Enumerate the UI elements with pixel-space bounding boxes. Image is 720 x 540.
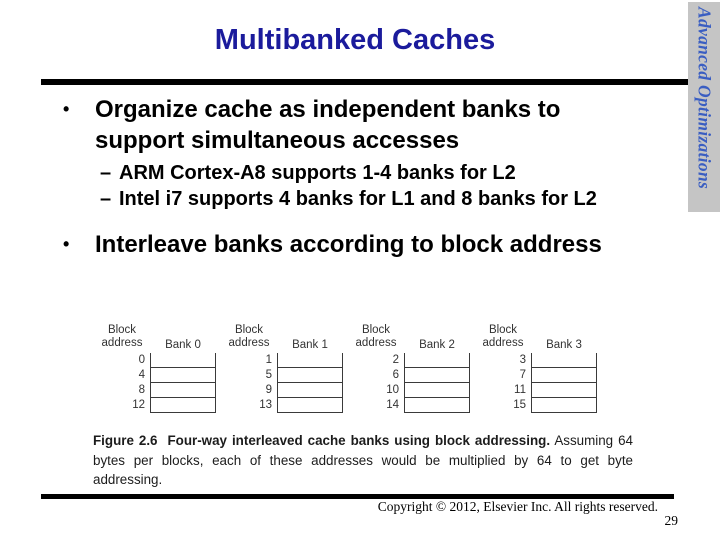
bank-cell	[405, 368, 469, 383]
block-address-header-line2: address	[355, 337, 397, 349]
bank-group-0: Block address Bank 0 0 4 8 12	[94, 324, 216, 413]
block-address-value: 1	[265, 354, 272, 366]
address-column: 0 4 8 12	[94, 353, 150, 413]
bank-name-label: Bank 1	[292, 339, 328, 351]
block-address-header: Block address	[94, 324, 150, 353]
sidebar-banner: Advanced Optimizations	[688, 2, 720, 212]
block-address-value: 5	[265, 369, 272, 381]
block-address-value: 6	[392, 369, 399, 381]
bank-cell	[405, 383, 469, 398]
block-address-value: 7	[519, 369, 526, 381]
block-address-header-line1: Block	[107, 324, 137, 336]
footer: Copyright © 2012, Elsevier Inc. All righ…	[378, 499, 678, 529]
bank-name-label: Bank 3	[546, 339, 582, 351]
block-address-header-line2: address	[482, 337, 524, 349]
bank-cell	[405, 398, 469, 413]
block-address-header-line1: Block	[234, 324, 264, 336]
bullet-list: • Organize cache as independent banks to…	[63, 94, 659, 260]
figure-caption-bold: Four-way interleaved cache banks using b…	[167, 433, 551, 448]
figure-caption: Figure 2.6 Four-way interleaved cache ba…	[93, 431, 633, 490]
block-address-header-line1: Block	[361, 324, 391, 336]
sub-bullet-item: – Intel i7 supports 4 banks for L1 and 8…	[100, 186, 659, 212]
block-address-value: 3	[519, 354, 526, 366]
page-number: 29	[664, 513, 679, 528]
block-address-value: 13	[259, 399, 272, 411]
figure-caption-label: Figure 2.6	[93, 433, 158, 448]
bank-cell	[278, 368, 342, 383]
bank-group-2: Block address Bank 2 2 6 10 14	[348, 324, 470, 413]
bank-cell	[532, 353, 596, 368]
block-address-header-line2: address	[228, 337, 270, 349]
interleaved-banks-figure: Block address Bank 0 0 4 8 12	[94, 324, 597, 413]
copyright-text: Copyright © 2012, Elsevier Inc. All righ…	[377, 499, 658, 514]
block-address-value: 2	[392, 354, 399, 366]
bank-group-3: Block address Bank 3 3 7 11 15	[475, 324, 597, 413]
bank-box	[404, 353, 470, 413]
bank-cell	[532, 398, 596, 413]
sub-bullet-text: Intel i7 supports 4 banks for L1 and 8 b…	[119, 188, 597, 210]
sub-bullet-item: – ARM Cortex-A8 supports 1-4 banks for L…	[100, 160, 659, 186]
block-address-header: Block address	[475, 324, 531, 353]
block-address-header: Block address	[348, 324, 404, 353]
dash-icon: –	[100, 162, 112, 184]
bank-cell	[532, 368, 596, 383]
bank-box	[150, 353, 216, 413]
dash-icon: –	[100, 188, 112, 210]
block-address-value: 15	[513, 399, 526, 411]
title-divider	[41, 79, 688, 85]
block-address-value: 0	[138, 354, 145, 366]
block-address-header-line1: Block	[488, 324, 518, 336]
bank-name-label: Bank 2	[419, 339, 455, 351]
bullet-item: • Interleave banks according to block ad…	[63, 229, 659, 260]
bullet-item: • Organize cache as independent banks to…	[63, 94, 659, 156]
sidebar-label: Advanced Optimizations	[694, 7, 715, 190]
bank-cell	[151, 398, 215, 413]
bank-box	[531, 353, 597, 413]
bullet-text: Organize cache as independent banks to s…	[95, 96, 561, 154]
block-address-header: Block address	[221, 324, 277, 353]
block-address-value: 4	[138, 369, 145, 381]
bullet-dot-icon: •	[63, 99, 70, 119]
bank-cell	[151, 368, 215, 383]
footer-divider	[41, 494, 674, 499]
block-address-value: 10	[386, 384, 399, 396]
address-column: 2 6 10 14	[348, 353, 404, 413]
figure-caption-rest: Assuming 64 bytes per blocks, each of th…	[93, 433, 633, 487]
bank-cell	[278, 398, 342, 413]
bank-group-1: Block address Bank 1 1 5 9 13	[221, 324, 343, 413]
bank-cell	[278, 353, 342, 368]
bank-cell	[405, 353, 469, 368]
page-title: Multibanked Caches	[214, 24, 496, 56]
bullet-text: Interleave banks according to block addr…	[95, 231, 602, 258]
block-address-value: 8	[138, 384, 145, 396]
bank-cell	[151, 353, 215, 368]
bullet-dot-icon: •	[63, 234, 70, 254]
block-address-value: 9	[265, 384, 272, 396]
bank-cell	[151, 383, 215, 398]
block-address-value: 11	[514, 384, 526, 396]
block-address-value: 14	[386, 399, 399, 411]
bank-cell	[278, 383, 342, 398]
bank-box	[277, 353, 343, 413]
block-address-header-line2: address	[101, 337, 143, 349]
address-column: 1 5 9 13	[221, 353, 277, 413]
sub-bullet-text: ARM Cortex-A8 supports 1-4 banks for L2	[119, 162, 516, 184]
block-address-value: 12	[132, 399, 145, 411]
bank-cell	[532, 383, 596, 398]
address-column: 3 7 11 15	[475, 353, 531, 413]
bank-name-label: Bank 0	[165, 339, 201, 351]
